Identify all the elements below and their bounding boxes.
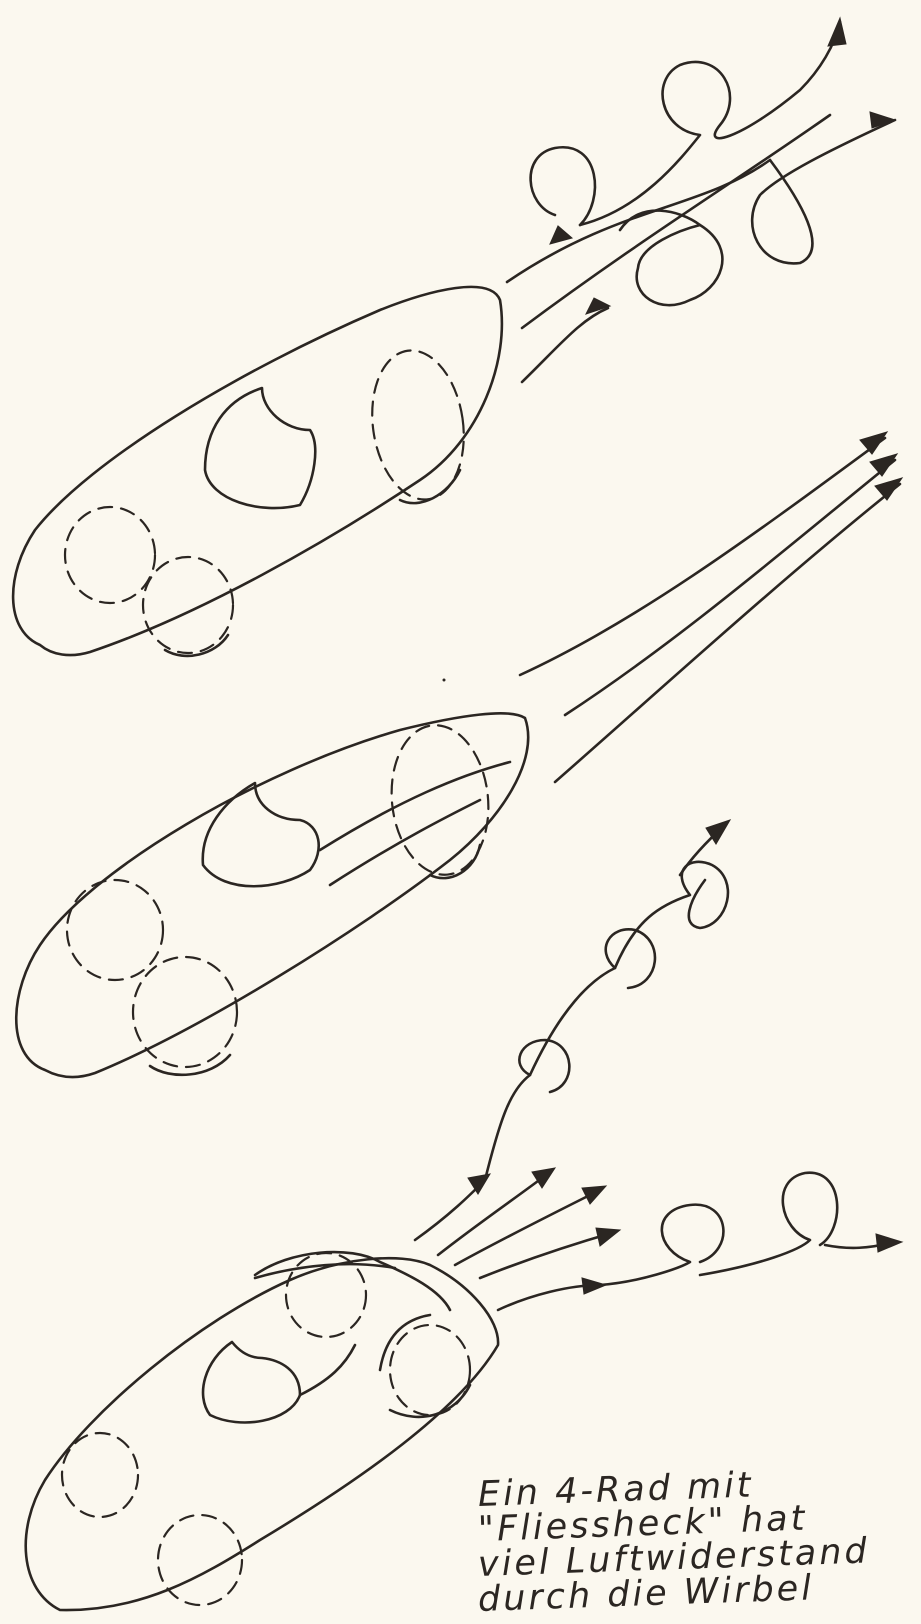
car-1-airflow (507, 18, 895, 382)
car-1-body (13, 287, 502, 655)
car-2-front-wheel-left (67, 880, 163, 980)
car-3 (26, 1252, 498, 1610)
car-1-cockpit (205, 388, 315, 508)
car-2 (16, 713, 528, 1077)
car-2-front-wheel-right (133, 957, 237, 1067)
car-3-front-wheel-left (62, 1433, 138, 1517)
car-2-body (16, 713, 528, 1077)
car-2-cockpit (203, 783, 319, 886)
car-1-front-wheel-left (65, 507, 155, 603)
car-1 (13, 287, 502, 656)
car-2-airflow (520, 432, 902, 782)
car-3-airflow (415, 820, 902, 1310)
car-3-cockpit (203, 1342, 300, 1422)
car-1-front-wheel-right (143, 557, 233, 653)
caption-text: Ein 4-Rad mit "Fliessheck" hat viel Luft… (478, 1478, 918, 1618)
